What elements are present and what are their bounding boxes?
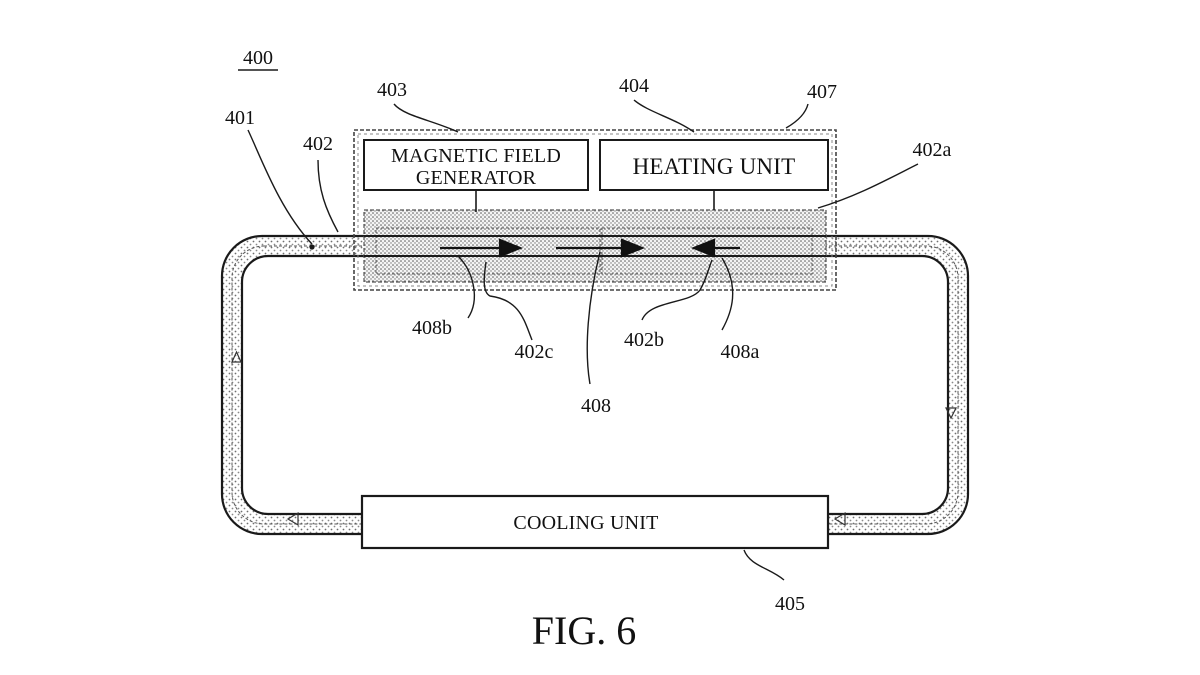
flow-arrow-bottom-right bbox=[833, 511, 846, 527]
flow-arrow-right-side bbox=[945, 407, 957, 420]
ref-400: 400 bbox=[243, 47, 273, 69]
leader-407 bbox=[785, 103, 809, 129]
arrow-408b bbox=[440, 238, 523, 258]
magnetic-field-generator-label-line2: GENERATOR bbox=[416, 167, 537, 189]
ref-408: 408 bbox=[581, 395, 611, 417]
arrow-408-center bbox=[556, 238, 645, 258]
leader-408 bbox=[586, 251, 601, 385]
leader-404 bbox=[633, 99, 695, 133]
region-408-dashed bbox=[363, 209, 827, 283]
ref-402c: 402c bbox=[515, 341, 554, 363]
flow-arrow-bottom-left bbox=[286, 511, 299, 527]
arrow-408a bbox=[691, 238, 740, 258]
ref-404: 404 bbox=[619, 75, 649, 97]
region-407-dashed bbox=[353, 129, 837, 291]
ref-402b: 402b bbox=[624, 329, 664, 351]
leader-lines bbox=[247, 99, 919, 581]
ref-402: 402 bbox=[303, 133, 333, 155]
leader-401 bbox=[247, 129, 313, 245]
leader-402c bbox=[483, 261, 533, 341]
point-401 bbox=[309, 244, 315, 250]
ref-401: 401 bbox=[225, 107, 255, 129]
ref-408a: 408a bbox=[721, 341, 760, 363]
box-connector-lines bbox=[475, 190, 715, 212]
ref-403: 403 bbox=[377, 79, 407, 101]
cooling-unit-label: COOLING UNIT bbox=[513, 512, 658, 534]
cooling-unit-box: COOLING UNIT bbox=[360, 494, 830, 550]
magnetic-field-generator-label-line1: MAGNETIC FIELD bbox=[391, 145, 561, 167]
leader-408b bbox=[457, 255, 475, 319]
leader-402b bbox=[641, 259, 713, 321]
heating-unit-box: HEATING UNIT bbox=[599, 139, 829, 191]
leader-402 bbox=[317, 159, 339, 233]
flow-direction-markers bbox=[231, 350, 957, 527]
leader-408a bbox=[721, 257, 734, 331]
flow-arrow-left-side bbox=[231, 350, 242, 363]
magnetic-field-generator-box: MAGNETIC FIELD GENERATOR bbox=[363, 139, 589, 191]
leader-402a bbox=[817, 163, 919, 209]
leader-405 bbox=[743, 549, 785, 581]
heating-unit-label: HEATING UNIT bbox=[633, 154, 796, 179]
ref-402a: 402a bbox=[913, 139, 952, 161]
ref-408b: 408b bbox=[412, 317, 452, 339]
figure-caption: FIG. 6 bbox=[532, 608, 636, 653]
circulation-pipe-loop bbox=[220, 234, 970, 536]
ref-405: 405 bbox=[775, 593, 805, 615]
reference-labels: 400 401 402 403 404 407 402a 408b 402c 4… bbox=[225, 47, 952, 615]
flow-arrows-in-pipe bbox=[440, 238, 740, 258]
leader-403 bbox=[393, 103, 459, 133]
ref-407: 407 bbox=[807, 81, 837, 103]
pipe-section-in-region bbox=[364, 235, 826, 257]
